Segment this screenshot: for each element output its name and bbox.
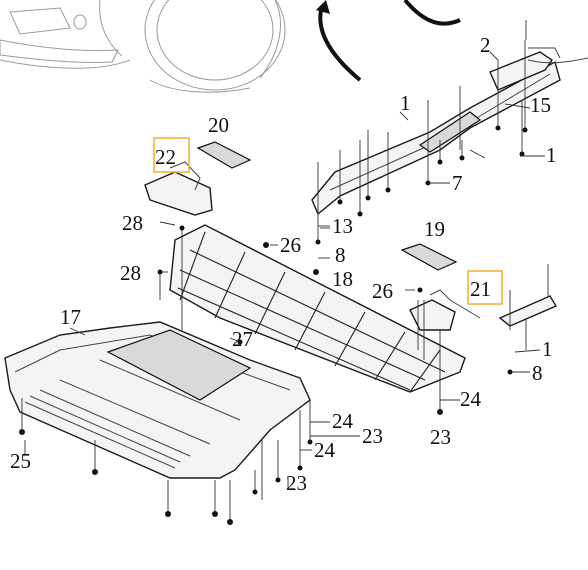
lower-bolts	[19, 225, 513, 525]
callout-23-a: 23	[362, 424, 383, 448]
bracket-22	[144, 161, 213, 216]
highlight-box-21	[467, 270, 503, 305]
callout-28-top: 28	[122, 211, 143, 235]
callout-21: 21	[470, 277, 491, 301]
leader-lines	[24, 51, 545, 490]
front-skid-plate	[4, 321, 311, 479]
side-rail-lower	[498, 264, 558, 350]
callout-22: 22	[155, 145, 176, 169]
rail-fasteners	[317, 20, 527, 240]
seal-19	[400, 243, 458, 271]
callout-8-mid: 8	[335, 243, 346, 267]
callout-27: 27	[232, 327, 253, 351]
callout-24-right: 24	[460, 387, 482, 411]
seal-20	[196, 141, 252, 169]
callout-19: 19	[424, 217, 445, 241]
callout-20: 20	[208, 113, 229, 137]
callout-2: 2	[480, 33, 491, 57]
callout-18: 18	[332, 267, 353, 291]
callout-1-right-top: 1	[546, 143, 557, 167]
callout-17: 17	[60, 305, 81, 329]
callout-1-top: 1	[400, 91, 411, 115]
callout-8-right: 8	[532, 361, 543, 385]
callout-labels: 1 2 15 1 7 13 8 20 22 28 26 28 18 19 26 …	[10, 33, 557, 495]
center-lattice-shield	[169, 224, 466, 393]
callout-15: 15	[530, 93, 551, 117]
callout-13: 13	[332, 214, 353, 238]
callout-23-right: 23	[430, 425, 451, 449]
callout-24-b: 24	[314, 438, 336, 462]
callout-24-a: 24	[332, 409, 354, 433]
direction-arrows	[316, 0, 461, 82]
lower-fasteners	[21, 230, 441, 520]
callout-26-right: 26	[372, 279, 393, 303]
callout-7: 7	[452, 171, 463, 195]
highlight-box-22	[153, 137, 190, 173]
vehicle-body-outline	[0, 0, 286, 93]
callout-25: 25	[10, 449, 31, 473]
callout-23-b: 23	[286, 471, 307, 495]
callout-28-low: 28	[120, 261, 141, 285]
callout-26-mid: 26	[280, 233, 301, 257]
callout-1-right-low: 1	[542, 337, 553, 361]
